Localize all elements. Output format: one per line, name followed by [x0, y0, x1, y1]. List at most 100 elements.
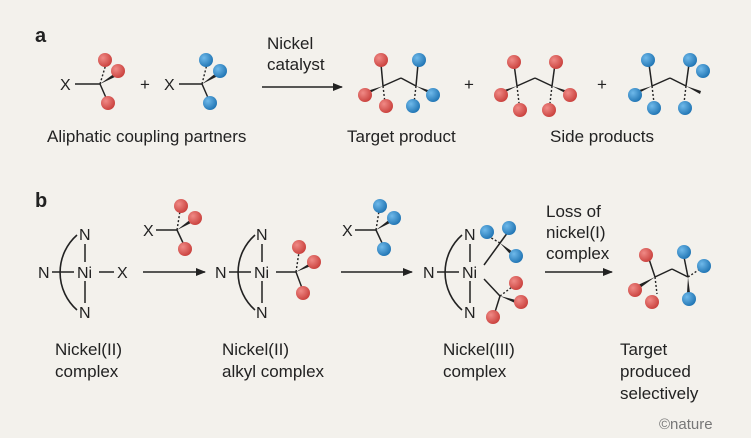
- target-product-molecule: [358, 53, 440, 113]
- bond: [648, 63, 653, 87]
- blue-atom: [203, 96, 217, 110]
- ni-atom: Ni: [462, 265, 477, 282]
- dashed-bond: [201, 63, 208, 85]
- bond: [671, 268, 689, 278]
- dashed-bond: [654, 276, 658, 295]
- dashed-bond: [687, 268, 701, 278]
- red-atom: [549, 55, 563, 69]
- wedge-bond: [686, 86, 701, 94]
- blue-atom: [696, 64, 710, 78]
- red-atom: [494, 88, 508, 102]
- blue-atom: [502, 221, 516, 235]
- caption-product-line1: Target: [620, 340, 668, 359]
- blue-atom: [426, 88, 440, 102]
- blue-atom: [641, 53, 655, 67]
- red-atom: [188, 211, 202, 225]
- blue-atom: [373, 199, 387, 213]
- n-atom-left: N: [423, 265, 435, 282]
- blue-atom: [683, 53, 697, 67]
- nickel-ii-alkyl-complex: N N N Ni: [215, 227, 321, 322]
- n-atom-bottom: N: [79, 305, 91, 322]
- wedge-bond: [638, 277, 655, 288]
- red-atom: [101, 96, 115, 110]
- bond: [483, 278, 501, 297]
- blue-atom: [509, 249, 523, 263]
- dashed-bond: [176, 210, 181, 231]
- wedge-bond: [202, 73, 218, 84]
- blue-atom: [199, 53, 213, 67]
- blue-atom: [678, 101, 692, 115]
- caption-complex1-line1: Nickel(II): [55, 340, 122, 359]
- panel-label-b: b: [35, 190, 47, 212]
- panel-label-a: a: [35, 25, 47, 47]
- red-atom: [296, 286, 310, 300]
- bond: [295, 271, 303, 289]
- blue-atom: [647, 101, 661, 115]
- wedge-bond: [500, 243, 513, 255]
- red-atom: [563, 88, 577, 102]
- arrow-label-nickel: Nickel: [267, 34, 313, 53]
- red-atom: [307, 255, 321, 269]
- n-atom-top: N: [256, 227, 268, 244]
- red-atom: [379, 99, 393, 113]
- bond: [669, 77, 687, 87]
- blue-atom: [406, 99, 420, 113]
- x-atom-label: X: [60, 77, 71, 94]
- caption-target-product: Target product: [347, 127, 456, 146]
- x-atom-label: X: [342, 223, 353, 240]
- ni-atom: Ni: [254, 265, 269, 282]
- wedge-bond: [376, 219, 392, 230]
- dashed-bond: [413, 85, 417, 104]
- n-atom-bottom: N: [464, 305, 476, 322]
- red-atom: [645, 295, 659, 309]
- dashed-bond: [99, 63, 107, 85]
- dashed-bond: [382, 85, 386, 104]
- caption-complex2-line1: Nickel(II): [222, 340, 289, 359]
- caption-complex2-line2: alkyl complex: [222, 362, 325, 381]
- red-atom: [507, 55, 521, 69]
- red-atom: [513, 103, 527, 117]
- bond: [400, 77, 417, 87]
- x-atom-label: X: [164, 77, 175, 94]
- dashed-bond: [651, 85, 655, 104]
- wedge-bond: [687, 277, 690, 293]
- dashed-bond: [683, 85, 687, 104]
- wedge-bond: [100, 73, 117, 84]
- n-atom-left: N: [215, 265, 227, 282]
- wedge-bond: [296, 263, 311, 272]
- caption-side-products: Side products: [550, 127, 654, 146]
- caption-product-line3: selectively: [620, 384, 699, 403]
- bond: [516, 77, 536, 87]
- caption-coupling-partners: Aliphatic coupling partners: [47, 127, 246, 146]
- blue-atom: [697, 259, 711, 273]
- dashed-bond: [549, 85, 553, 104]
- caption-complex1-line2: complex: [55, 362, 119, 381]
- plus-sign: +: [464, 75, 474, 94]
- x-atom-label: X: [143, 223, 154, 240]
- dashed-bond: [499, 286, 513, 297]
- bond: [415, 63, 419, 87]
- loss-label-line3: complex: [546, 244, 610, 263]
- dashed-bond: [375, 210, 380, 231]
- n-atom-left: N: [38, 265, 50, 282]
- arrow-label-catalyst: catalyst: [267, 55, 325, 74]
- nickel-ii-complex: N N N Ni X: [38, 227, 128, 322]
- red-atom: [174, 199, 188, 213]
- side-product-blue-molecule: [628, 53, 710, 115]
- red-atom: [486, 310, 500, 324]
- red-atom: [514, 295, 528, 309]
- x-atom: X: [117, 265, 128, 282]
- bond: [483, 242, 501, 266]
- bond: [683, 256, 689, 278]
- red-atom: [292, 240, 306, 254]
- dashed-bond: [516, 85, 520, 104]
- caption-product-line2: produced: [620, 362, 691, 381]
- bond: [534, 77, 553, 87]
- ni-atom: Ni: [77, 265, 92, 282]
- blue-atom: [412, 53, 426, 67]
- red-atom: [542, 103, 556, 117]
- blue-atom: [677, 245, 691, 259]
- final-target-product-molecule: [628, 245, 711, 309]
- bond: [494, 295, 501, 313]
